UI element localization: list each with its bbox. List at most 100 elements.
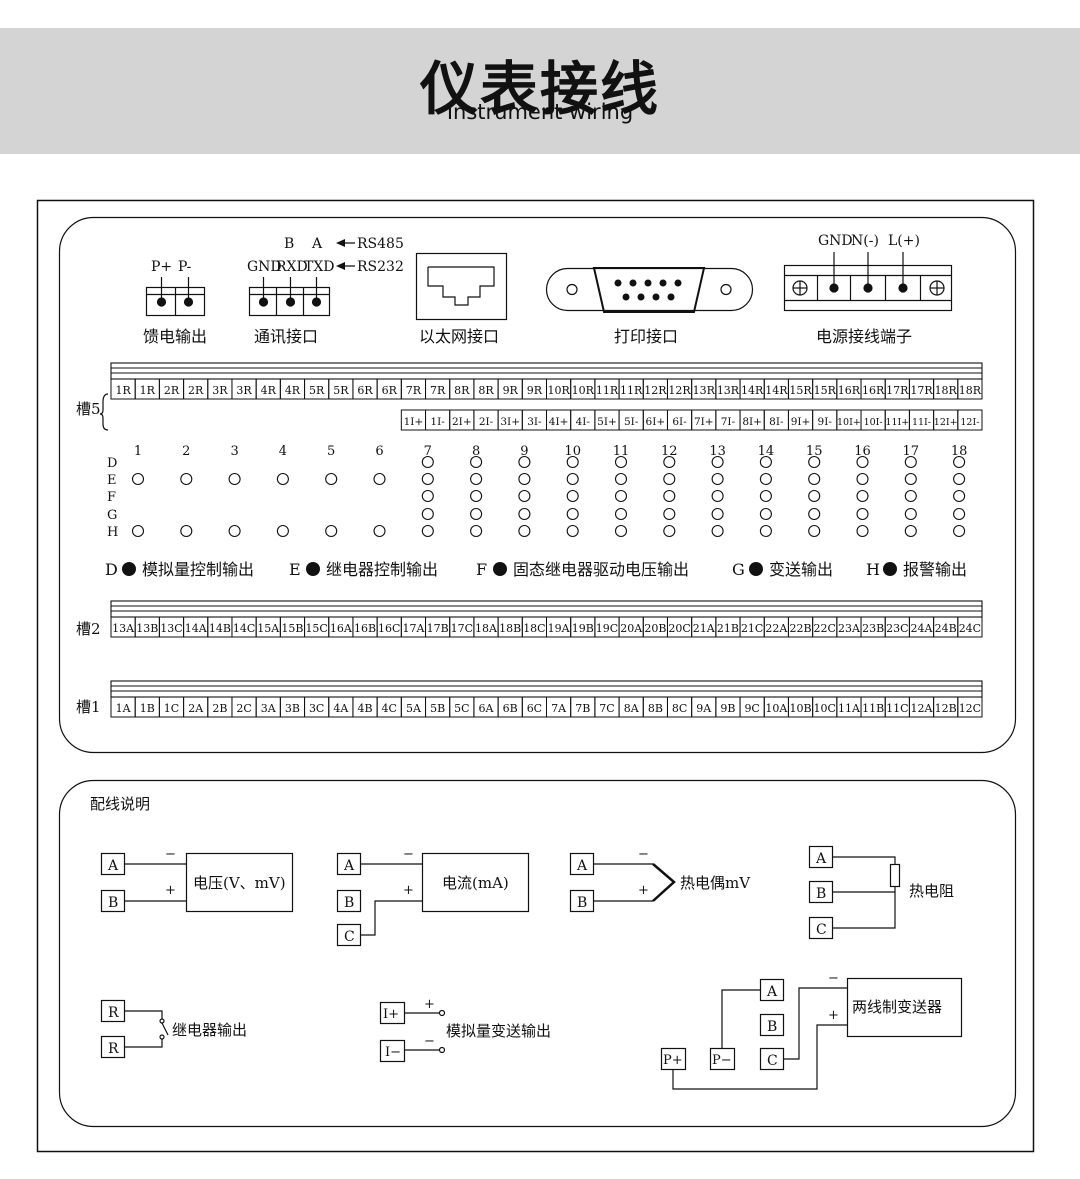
slot5-top-terminal: 3R	[212, 384, 228, 397]
legend-key: D	[105, 560, 118, 579]
slot5-bottom-terminal: 5I+	[597, 416, 617, 428]
slot5-top-terminal: 13R	[717, 384, 740, 397]
slot5-top-terminal: 8R	[454, 384, 470, 397]
thermocouple-a: A	[576, 858, 588, 874]
comm-interface-label: 通讯接口	[254, 327, 318, 346]
grid-slot-circle	[421, 472, 434, 486]
grid-column-number: 3	[230, 444, 238, 459]
grid-column-number: 15	[806, 444, 823, 459]
analog-plus: +	[424, 997, 435, 1012]
slot1-terminal: 11B	[862, 702, 884, 715]
slot2-terminal: 23C	[886, 622, 908, 635]
slot1-terminal: 1C	[164, 702, 179, 715]
slot5-top-terminal: 15R	[789, 384, 812, 397]
current-c: C	[344, 929, 355, 945]
slot2-terminal: 16A	[330, 622, 353, 635]
slot1-terminal: 12A	[911, 702, 934, 715]
grid-column-number: 13	[709, 444, 726, 459]
transmitter-minus: −	[828, 971, 839, 986]
slot5-bottom-terminal: 10I+	[837, 417, 861, 428]
slot1-terminal: 12C	[959, 702, 981, 715]
feed-plus-label: P+	[151, 259, 172, 275]
transmitter-c: C	[767, 1053, 778, 1069]
slot2-terminal: 20C	[668, 622, 690, 635]
slot5-top-terminal: 1R	[115, 384, 131, 397]
legend-dot	[306, 562, 320, 576]
grid-slot-circle	[470, 489, 483, 503]
rtd-wiring	[808, 845, 901, 940]
grid-slot-circle	[614, 507, 628, 521]
grid-slot-circle	[904, 472, 917, 486]
power-terminal-label: 电源接线端子	[816, 327, 912, 346]
grid-slot-circle	[566, 489, 579, 503]
analog-label: 模拟量变送输出	[446, 1022, 551, 1040]
slot1-terminal: 9A	[696, 702, 712, 715]
slot5-top-terminal: 14R	[765, 384, 788, 397]
current-wiring	[336, 852, 530, 947]
legend-dot	[749, 562, 763, 576]
slot1-terminal: 7A	[551, 702, 567, 715]
legend-dot	[883, 562, 897, 576]
current-a: A	[343, 858, 355, 874]
transmitter-p-minus: P−	[712, 1053, 732, 1068]
slot1-terminal: 4A	[333, 702, 349, 715]
slot2-terminal: 22A	[765, 622, 788, 635]
grid-slot-circle	[663, 507, 676, 521]
slot5-bottom-terminal: 9I+	[791, 416, 811, 428]
comm-rxd-label: RXD	[276, 259, 308, 275]
grid-row-label: F	[107, 490, 116, 505]
page-title: 仪表接线	[419, 55, 660, 123]
rs485-label: RS485	[357, 236, 404, 252]
slot2-terminal: 17B	[427, 622, 449, 635]
transmitter-label: 两线制变送器	[852, 998, 942, 1016]
grid-column-number: 5	[327, 444, 335, 459]
grid-column-number: 18	[951, 444, 968, 459]
slot2-terminal: 18A	[475, 622, 498, 635]
grid-slot-circle	[663, 472, 676, 486]
slot5-bottom-terminal: 3I+	[500, 416, 520, 428]
relay-r2: R	[108, 1041, 119, 1057]
current-label: 电流(mA)	[442, 874, 509, 892]
slot1-terminal: 7C	[599, 702, 614, 715]
slot5-label: 槽5	[76, 400, 101, 418]
legend-dot	[493, 562, 507, 576]
slot2-terminal: 15C	[305, 622, 327, 635]
grid-slot-circle	[325, 472, 338, 486]
grid-slot-circle	[759, 507, 772, 521]
grid-column-number: 11	[613, 444, 630, 459]
grid-column-number: 2	[182, 444, 190, 459]
slot2-terminal: 13A	[112, 622, 135, 635]
grid-slot-circle	[904, 524, 917, 538]
grid-slot-circle	[856, 455, 869, 469]
slot2-terminal: 21C	[741, 622, 763, 635]
slot2-terminal: 15A	[257, 622, 280, 635]
outer-frame	[36, 199, 1035, 1153]
analog-output-wiring	[379, 1001, 446, 1063]
slot1-terminal: 2A	[188, 702, 204, 715]
current-b: B	[344, 895, 354, 911]
slot1-terminal: 10A	[765, 702, 788, 715]
grid-column-number: 10	[564, 444, 581, 459]
slot5-brace	[99, 393, 109, 431]
grid-slot-circle	[180, 524, 193, 538]
grid-slot-circle	[808, 455, 821, 469]
grid-slot-circle	[566, 472, 579, 486]
grid-slot-circle	[759, 524, 772, 538]
grid-slot-circle	[711, 507, 724, 521]
slot1-terminal: 8C	[672, 702, 687, 715]
grid-slot-circle	[421, 507, 434, 521]
slot5-top-terminal: 14R	[741, 384, 764, 397]
slot5-top-terminal: 15R	[814, 384, 837, 397]
legend-key: F	[476, 560, 487, 579]
grid-slot-circle	[470, 507, 483, 521]
grid-slot-circle	[421, 524, 434, 538]
slot2-terminal: 17C	[451, 622, 473, 635]
slot5-bottom-terminal: 4I+	[549, 416, 569, 428]
slot5-bottom-terminal: 1I-	[430, 416, 445, 428]
transmitter-p-plus: P+	[663, 1053, 683, 1068]
comm-a-label: A	[311, 236, 323, 252]
grid-slot-circle	[566, 455, 579, 469]
grid-slot-circle	[904, 507, 917, 521]
